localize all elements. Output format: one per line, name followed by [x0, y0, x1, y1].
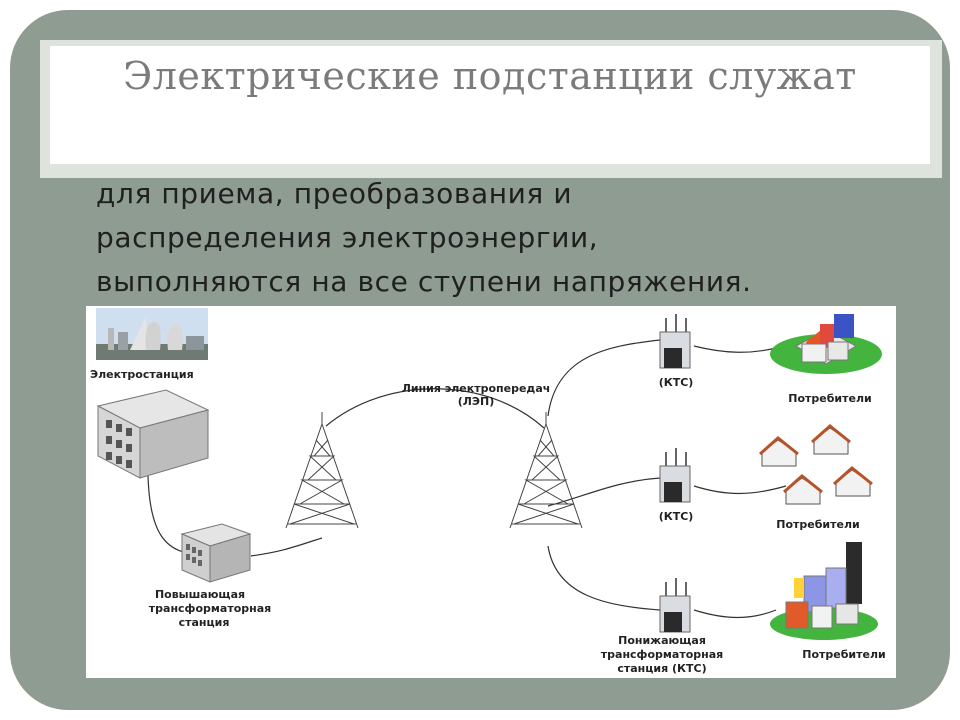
wire-kts3-to-consumer — [693, 609, 777, 619]
kts-transformer-icon — [659, 314, 691, 369]
subtitle-text: для приема, преобразования и распределен… — [96, 172, 916, 304]
subtitle-line: распределения электроэнергии, — [96, 221, 599, 254]
power-grid-diagram: Электростанция Повышающая трансформаторн… — [86, 306, 896, 678]
step-up-label-1: Повышающая — [155, 588, 245, 601]
step-up-station-icon — [180, 523, 252, 583]
power-line-label-2: (ЛЭП) — [458, 395, 494, 408]
diagram-canvas: Электростанция Повышающая трансформаторн… — [90, 308, 886, 675]
step-up-label-2: трансформаторная — [149, 602, 271, 615]
power-station-image — [96, 308, 208, 360]
title-panel: Электрические подстанции служат — [50, 46, 930, 164]
power-station-label: Электростанция — [90, 368, 194, 381]
kts-transformer-icon — [659, 578, 691, 633]
step-down-label-2: трансформаторная — [601, 648, 723, 661]
title-frame: Электрические подстанции служат — [40, 40, 942, 178]
step-up-label-3: станция — [179, 616, 230, 629]
subtitle-line: для приема, преобразования и — [96, 177, 573, 210]
consumers-label: Потребители — [788, 392, 871, 405]
wire-to-kts-1 — [547, 339, 661, 417]
page-title: Электрические подстанции служат — [123, 54, 857, 98]
step-down-label-3: станция (КТС) — [617, 662, 706, 675]
consumers-label: Потребители — [776, 518, 859, 531]
transmission-tower-icon — [285, 412, 359, 529]
consumers-label: Потребители — [802, 648, 885, 661]
wire-tower-to-tower — [325, 388, 545, 429]
step-down-label-1: Понижающая — [618, 634, 706, 647]
power-station-building — [96, 389, 210, 479]
wire-kts1-to-consumer — [693, 345, 777, 353]
wire-to-kts-3 — [547, 545, 661, 611]
consumer-buildings-icon — [770, 314, 882, 374]
power-line-label-1: Линия электропередач — [402, 382, 551, 395]
transmission-tower-icon — [509, 412, 583, 529]
consumer-city-icon — [770, 542, 878, 640]
kts-transformer-icon — [659, 448, 691, 503]
kts-label: (КТС) — [659, 510, 694, 523]
wire-stepup-to-tower — [250, 537, 323, 557]
kts-label: (КТС) — [659, 376, 694, 389]
wire-kts2-to-consumer — [693, 485, 787, 495]
consumer-houses-icon — [759, 424, 873, 505]
subtitle-line: выполняются на все ступени напряжения. — [96, 265, 752, 298]
wire-to-kts-2 — [547, 477, 661, 507]
